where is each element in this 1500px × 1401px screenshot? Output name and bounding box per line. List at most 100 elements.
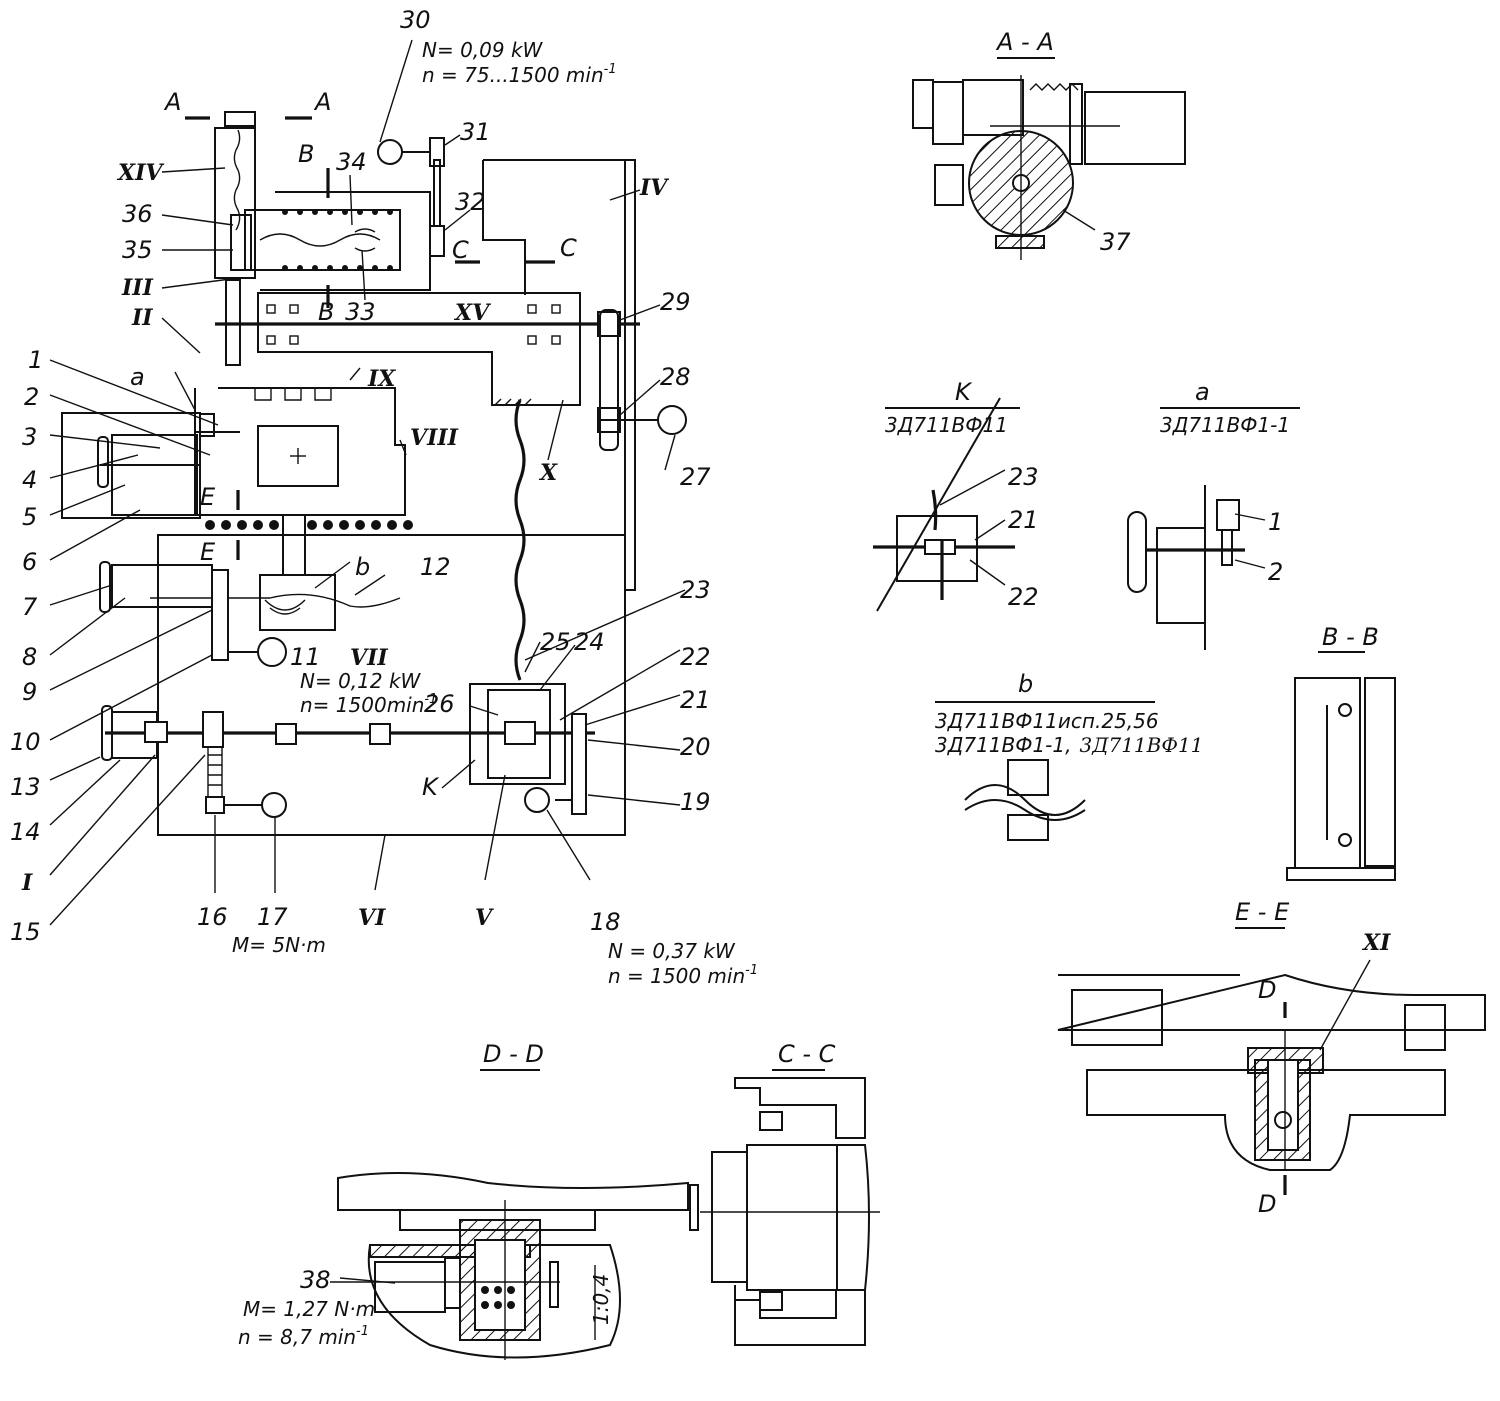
- svg-text:D - D: D - D: [483, 1040, 544, 1068]
- svg-text:B - B: B - B: [1322, 623, 1379, 651]
- main-scheme: [61, 111, 687, 836]
- motor-38-torque: M= 1,27 N·m: [243, 1297, 375, 1321]
- detail-b: b 3Д711ВФ11исп.25,56 3Д711ВФ1-1,3Д711ВФ1…: [935, 670, 1203, 841]
- roman-VIII: VIII: [410, 425, 459, 451]
- label-35: 35: [122, 236, 153, 264]
- label-4: 4: [22, 466, 37, 494]
- label-25: 25: [540, 628, 571, 656]
- section-D-D: D - D 1:0,4 38 M= 1,27 N·m n = 8,7 min-1: [238, 1040, 689, 1360]
- svg-text:E: E: [200, 483, 216, 511]
- label-11: 11: [290, 643, 321, 671]
- detail-a-label-1: 1: [1268, 508, 1283, 536]
- roman-II: II: [131, 305, 153, 331]
- detail-b-model2: 3Д711ВФ1-1,3Д711ВФ11: [935, 733, 1203, 757]
- label-2: 2: [24, 383, 39, 411]
- svg-text:E - E: E - E: [1235, 898, 1290, 926]
- label-6: 6: [22, 548, 37, 576]
- label-28: 28: [660, 363, 691, 391]
- label-13: 13: [10, 773, 41, 801]
- label-9: 9: [22, 678, 37, 706]
- label-14: 14: [10, 818, 41, 846]
- label-29: 29: [660, 288, 691, 316]
- dimension-ratio: 1:0,4: [589, 1274, 613, 1325]
- label-a: a: [130, 363, 145, 391]
- label-19: 19: [680, 788, 711, 816]
- label-10: 10: [10, 728, 41, 756]
- section-E-E: E - E XI D D: [1057, 898, 1486, 1218]
- detail-K-model: 3Д711ВФ11: [885, 413, 1008, 437]
- roman-I: I: [21, 870, 33, 896]
- label-38: 38: [300, 1266, 331, 1294]
- label-1: 1: [28, 346, 43, 374]
- detail-b-model1: 3Д711ВФ11исп.25,56: [935, 709, 1159, 733]
- svg-text:D: D: [1258, 1190, 1276, 1218]
- roman-XV: XV: [453, 300, 491, 326]
- detail-a-label-2: 2: [1268, 558, 1283, 586]
- svg-text:a: a: [1195, 378, 1210, 406]
- label-26: 26: [424, 690, 455, 718]
- motor-11-power: N= 0,12 kW: [300, 669, 422, 693]
- section-C-C: C - C: [689, 1040, 880, 1346]
- motor-38-speed: n = 8,7 min-1: [238, 1324, 369, 1349]
- motor-18-power: N = 0,37 kW: [608, 939, 736, 963]
- roman-X: X: [538, 460, 558, 486]
- detail-K-label-21: 21: [1008, 506, 1039, 534]
- svg-text:E: E: [200, 538, 216, 566]
- label-12: 12: [420, 553, 451, 581]
- label-27: 27: [680, 463, 711, 491]
- section-A-A: A - A 37: [912, 28, 1186, 260]
- label-24: 24: [574, 628, 605, 656]
- label-21: 21: [680, 686, 711, 714]
- label-22: 22: [680, 643, 711, 671]
- label-33: 33: [345, 298, 376, 326]
- cut-markers: A A B B C C E E: [163, 88, 577, 566]
- label-18: 18: [590, 908, 621, 936]
- detail-a-model: 3Д711ВФ1-1: [1160, 413, 1290, 437]
- motor-18-speed: n = 1500 min-1: [608, 963, 758, 988]
- label-31: 31: [460, 118, 491, 146]
- label-7: 7: [22, 593, 38, 621]
- label-37: 37: [1100, 228, 1131, 256]
- svg-text:C: C: [452, 236, 469, 264]
- motor-11-speed: n= 1500min-1: [300, 692, 437, 717]
- svg-text:C: C: [560, 234, 577, 262]
- motor-30-speed: n = 75...1500 min-1: [422, 62, 617, 87]
- svg-text:b: b: [1018, 670, 1033, 698]
- label-34: 34: [336, 148, 367, 176]
- svg-text:B: B: [318, 298, 334, 326]
- section-A-A-title: A - A: [995, 28, 1054, 56]
- detail-K-label-22: 22: [1008, 583, 1039, 611]
- label-30: 30: [400, 6, 431, 34]
- label-5: 5: [22, 503, 37, 531]
- svg-text:B: B: [298, 140, 314, 168]
- label-20: 20: [680, 733, 711, 761]
- label-15: 15: [10, 918, 41, 946]
- label-3: 3: [22, 423, 37, 451]
- label-16: 16: [197, 903, 228, 931]
- roman-V: V: [475, 905, 494, 931]
- svg-text:K: K: [955, 378, 973, 406]
- svg-text:A: A: [313, 88, 331, 116]
- motor-30-power: N= 0,09 kW: [422, 38, 544, 62]
- label-32: 32: [455, 188, 486, 216]
- label-23: 23: [680, 576, 711, 604]
- roman-IX: IX: [367, 366, 396, 392]
- svg-text:A: A: [163, 88, 181, 116]
- detail-K-label-23: 23: [1008, 463, 1039, 491]
- svg-text:C - C: C - C: [778, 1040, 836, 1068]
- roman-IV: IV: [639, 175, 669, 201]
- roman-III: III: [121, 275, 154, 301]
- roman-VI: VI: [358, 905, 386, 931]
- leader-lines: [49, 39, 686, 926]
- label-b: b: [355, 553, 370, 581]
- svg-text:D: D: [1258, 976, 1276, 1004]
- roman-XI: XI: [1361, 930, 1391, 956]
- roman-XIV: XIV: [116, 160, 164, 186]
- label-36: 36: [122, 200, 153, 228]
- motor-17-torque: M= 5N·m: [232, 933, 326, 957]
- section-B-B: B - B: [1286, 623, 1396, 881]
- label-17: 17: [257, 903, 288, 931]
- part-labels: 1 2 3 4 5 6 7 8 9 10 13 14 I 15 16 17 M=…: [10, 6, 758, 988]
- label-8: 8: [22, 643, 37, 671]
